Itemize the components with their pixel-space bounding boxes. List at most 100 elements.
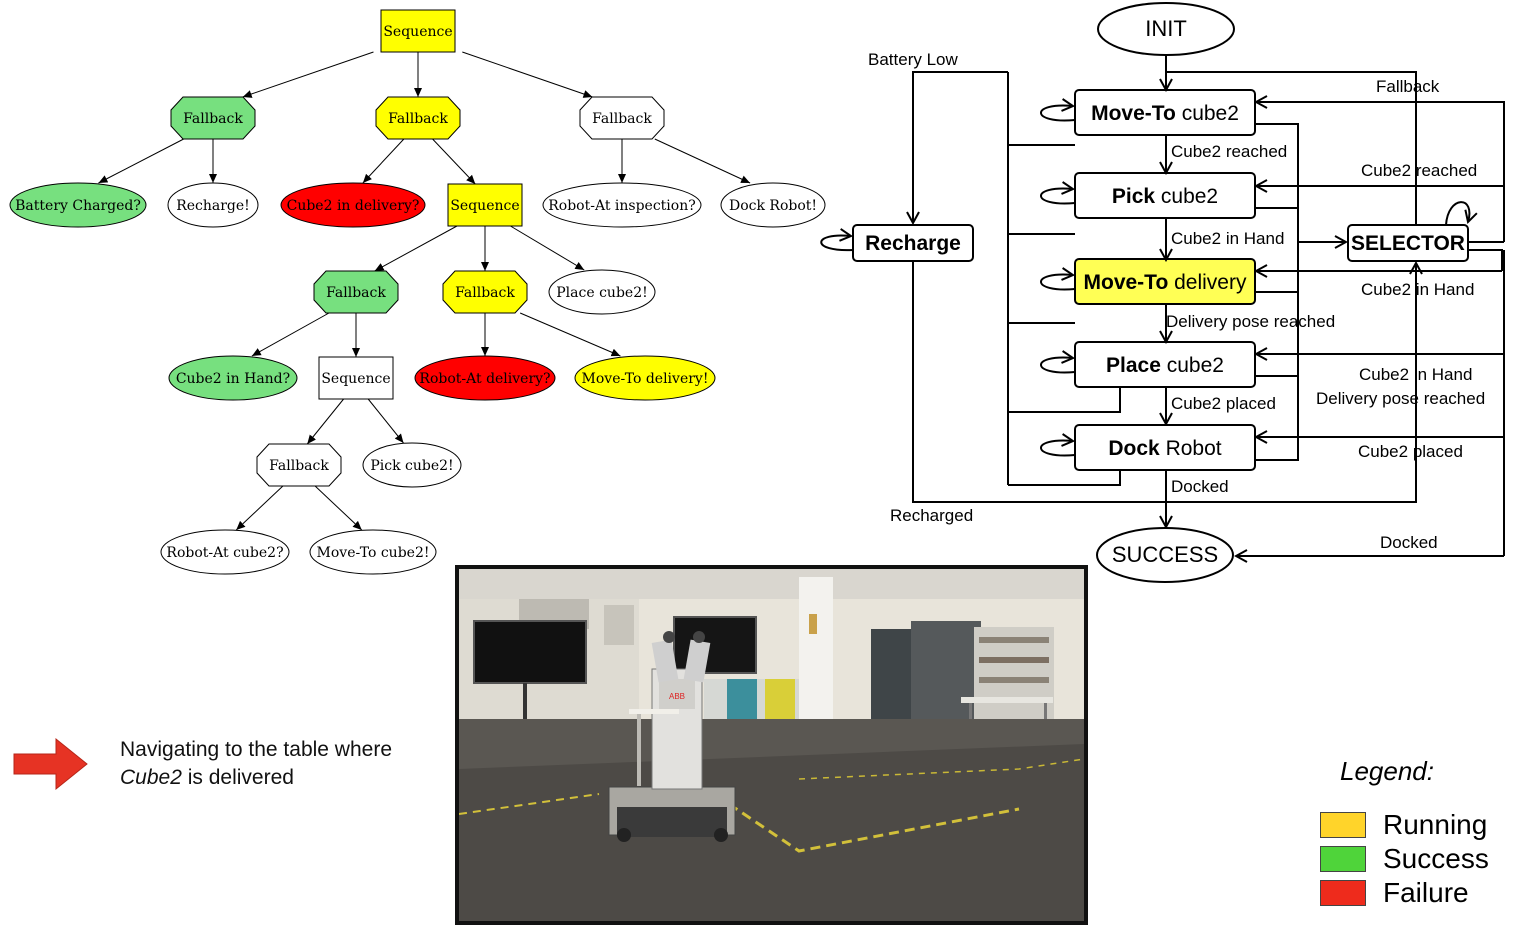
bt-shape-atdelivery — [414, 355, 556, 401]
state-label-rest-place: cube2 — [1161, 354, 1224, 377]
bt-node-fb2: Fallback — [375, 96, 461, 140]
state-label-rest-move_cube2: cube2 — [1176, 102, 1239, 125]
state-label-rest-dock: Robot — [1160, 437, 1222, 460]
bt-shape-seq3 — [318, 356, 394, 400]
label-cube2-placed: Cube2 placed — [1171, 394, 1276, 413]
bt-shape-root — [380, 9, 456, 53]
label-delivery-pose: Delivery pose reached — [1166, 312, 1335, 331]
caption-line2: Cube2 is delivered — [120, 764, 450, 792]
bt-edge-root-fb1 — [242, 51, 374, 98]
bt-node-atcube2: Robot-At cube2? — [160, 529, 290, 575]
bt-node-movetodelivery: Move-To delivery! — [574, 355, 716, 401]
bt-label-fb4: Fallback — [326, 285, 386, 301]
bt-shape-fb6 — [256, 443, 342, 487]
lab-photo: ABB — [455, 565, 1088, 925]
bt-node-fb3: Fallback — [579, 96, 665, 140]
bt-shape-fb1 — [170, 96, 256, 140]
bt-shape-fb2 — [375, 96, 461, 140]
bt-label-atcube2: Robot-At cube2? — [166, 545, 283, 561]
bt-label-fb6: Fallback — [269, 458, 329, 474]
bt-label-seq2: Sequence — [450, 198, 519, 214]
legend-swatch-success — [1320, 846, 1366, 872]
bt-label-fb5: Fallback — [455, 285, 515, 301]
bt-label-movetocube2: Move-To cube2! — [317, 545, 430, 561]
state-self-loop-dock — [1040, 441, 1076, 457]
label-sel-delivery-pose: Delivery pose reached — [1316, 389, 1485, 408]
bt-edge-seq2-fb4 — [374, 225, 458, 272]
state-label-dock: Dock Robot — [1108, 437, 1221, 460]
bt-edge-fb2-cube2delivery — [362, 138, 405, 184]
bt-shape-atcube2 — [160, 529, 290, 575]
label-fallback: Fallback — [1376, 77, 1440, 96]
state-self-loop-move_delivery — [1040, 275, 1076, 291]
bt-shape-movetodelivery — [574, 355, 716, 401]
state-label-rest-pick: cube2 — [1155, 185, 1218, 208]
init-label: INIT — [1145, 16, 1187, 41]
bt-shape-battery — [9, 182, 147, 228]
bt-node-battery: Battery Charged? — [9, 182, 147, 228]
bt-label-fb3: Fallback — [592, 111, 652, 127]
label-recharged: Recharged — [890, 506, 973, 525]
state-label-place: Place cube2 — [1106, 354, 1224, 377]
caption-line1: Navigating to the table where — [120, 738, 393, 761]
bt-node-seq2: Sequence — [447, 183, 523, 227]
state-label-bold-dock: Dock — [1108, 437, 1160, 460]
bt-node-recharge: Recharge! — [167, 182, 259, 228]
bt-node-atdelivery: Robot-At delivery? — [414, 355, 556, 401]
selector-state-label: SELECTOR — [1351, 232, 1465, 255]
state-label-move_cube2: Move-To cube2 — [1091, 102, 1239, 125]
bt-label-battery: Battery Charged? — [15, 198, 141, 214]
caption: Navigating to the table where Cube2 is d… — [120, 736, 450, 792]
bt-node-pick: Pick cube2! — [362, 442, 462, 488]
bt-shape-recharge — [167, 182, 259, 228]
bt-shape-movetocube2 — [309, 529, 437, 575]
edge-battery-low — [913, 71, 1008, 223]
bt-shape-place — [548, 269, 656, 315]
robot-badge: ABB — [669, 692, 685, 701]
label-sel-cube2-in-hand: Cube2 in Hand — [1361, 280, 1474, 299]
recharge-self-loop — [820, 235, 853, 252]
bt-shape-fb5 — [442, 270, 528, 314]
bt-shape-pick — [362, 442, 462, 488]
bt-label-inspection: Robot-At inspection? — [548, 198, 695, 214]
bt-label-dock: Dock Robot! — [729, 198, 817, 214]
edge-recharged — [912, 261, 1416, 503]
bt-label-seq3: Sequence — [321, 371, 390, 387]
bt-shape-seq2 — [447, 183, 523, 227]
bt-label-fb1: Fallback — [183, 111, 243, 127]
bt-node-movetocube2: Move-To cube2! — [309, 529, 437, 575]
pointer-arrow-icon — [13, 737, 88, 791]
legend-swatch-failure — [1320, 880, 1366, 906]
label-sel-in-hand-2: Cube2 in Hand — [1359, 365, 1472, 384]
label-docked: Docked — [1171, 477, 1229, 496]
bt-node-fb4: Fallback — [313, 270, 399, 314]
label-cube2-reached: Cube2 reached — [1171, 142, 1287, 161]
bt-label-fb2: Fallback — [388, 111, 448, 127]
bt-label-pick: Pick cube2! — [370, 458, 453, 474]
bt-shape-cube2delivery — [280, 182, 426, 228]
bt-node-fb1: Fallback — [170, 96, 256, 140]
bt-edge-fb3-dock — [654, 138, 751, 184]
state-label-rest-move_delivery: delivery — [1168, 271, 1247, 294]
bt-edge-fb6-atcube2 — [235, 485, 284, 531]
caption-rest: is delivered — [181, 766, 294, 789]
success-label: SUCCESS — [1112, 542, 1218, 567]
legend-title: Legend: — [1340, 756, 1434, 786]
recharge-state-label: Recharge — [865, 232, 961, 255]
state-label-bold-place: Place — [1106, 354, 1161, 377]
bt-edge-fb2-seq2 — [432, 138, 476, 185]
state-label-bold-move_cube2: Move-To — [1091, 102, 1176, 125]
state-label-move_delivery: Move-To delivery — [1084, 271, 1247, 294]
bt-edge-root-fb3 — [462, 51, 593, 98]
caption-italic: Cube2 — [120, 766, 182, 789]
label-sel-docked: Docked — [1380, 533, 1438, 552]
state-self-loop-place — [1040, 358, 1076, 374]
bt-node-fb6: Fallback — [256, 443, 342, 487]
bt-node-root: Sequence — [380, 9, 456, 53]
bt-label-inhand: Cube2 in Hand? — [176, 371, 290, 387]
bt-label-cube2delivery: Cube2 in delivery? — [287, 198, 420, 214]
label-cube2-in-hand: Cube2 in Hand — [1171, 229, 1284, 248]
bt-node-dock: Dock Robot! — [720, 182, 826, 228]
